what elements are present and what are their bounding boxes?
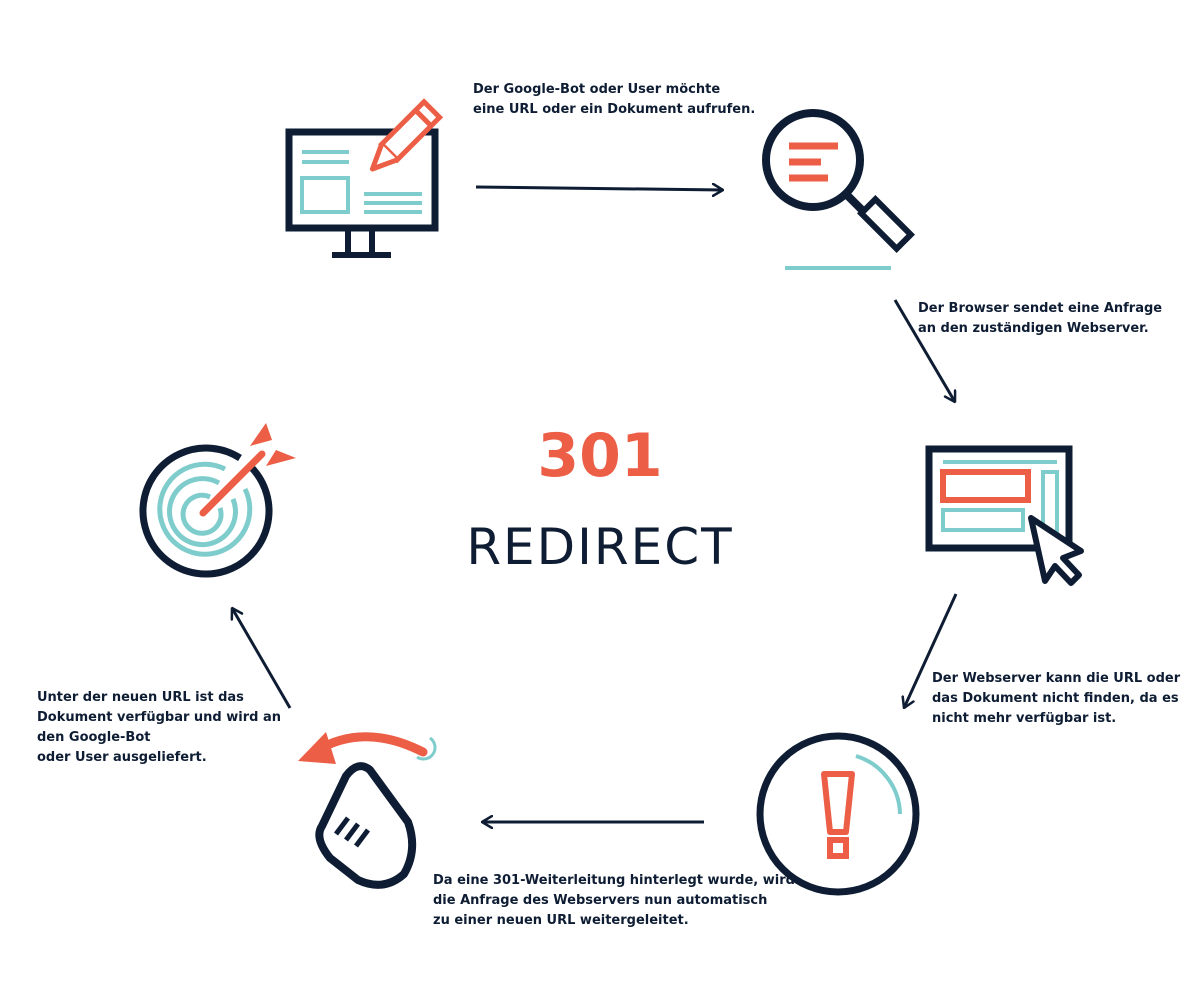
caption-line: oder User ausgeliefert. [37, 750, 207, 765]
arrow-step-3-to-4 [904, 593, 958, 708]
step-caption-browser-request: Der Browser sendet eine Anfrage an den z… [918, 299, 1162, 339]
arrow-step-2-to-3 [893, 299, 955, 402]
step-caption-request: Der Google-Bot oder User möchte eine URL… [473, 80, 755, 120]
swipe-hand-icon [298, 732, 437, 889]
caption-line: Unter der neuen URL ist das [37, 690, 244, 705]
title-number: 301 [537, 421, 663, 491]
arrow-step-5-to-6 [232, 608, 292, 709]
step-caption-delivered: Unter der neuen URL ist das Dokument ver… [37, 688, 281, 768]
caption-line: eine URL oder ein Dokument aufrufen. [473, 102, 756, 117]
step-caption-not-found: Der Webserver kann die URL oder das Doku… [932, 669, 1180, 729]
magnifier-icon [762, 109, 915, 270]
caption-line: an den zuständigen Webserver. [918, 321, 1149, 336]
title-word: REDIRECT [466, 518, 734, 576]
arrow-step-1-to-2 [475, 187, 723, 190]
caption-line: Da eine 301-Weiterleitung hinterlegt wur… [433, 873, 795, 888]
warning-circle-icon [756, 732, 920, 896]
caption-line: Der Webserver kann die URL oder [932, 671, 1181, 686]
step-caption-redirect: Da eine 301-Weiterleitung hinterlegt wur… [433, 871, 795, 931]
caption-line: zu einer neuen URL weitergeleitet. [433, 913, 689, 928]
monitor-pencil-icon [285, 98, 444, 258]
caption-line: den Google-Bot [37, 730, 151, 745]
target-icon [139, 423, 296, 578]
caption-line: Der Browser sendet eine Anfrage [918, 301, 1163, 316]
caption-line: die Anfrage des Webservers nun automatis… [433, 893, 768, 908]
caption-line: Der Google-Bot oder User möchte [473, 82, 721, 97]
browser-cursor-icon [925, 445, 1084, 586]
caption-line: Dokument verfügbar und wird an [37, 710, 281, 725]
caption-line: das Dokument nicht finden, da es [932, 691, 1179, 706]
caption-line: nicht mehr verfügbar ist. [932, 711, 1117, 726]
